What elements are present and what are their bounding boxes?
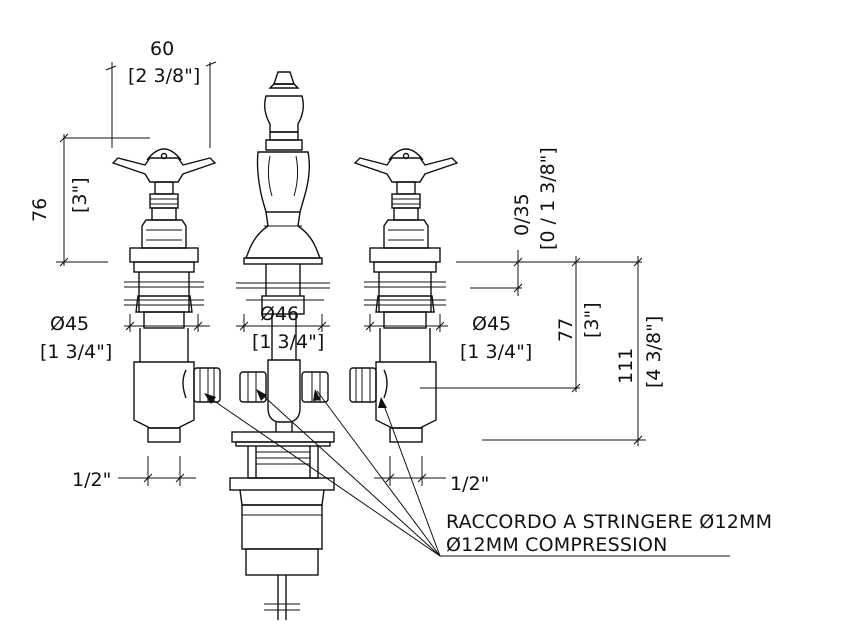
compression-fitting-note: RACCORDO A STRINGERE Ø12MM Ø12MM COMPRES… <box>446 511 772 556</box>
center-spout <box>236 71 330 432</box>
pop-up-waste <box>229 431 335 620</box>
note-line-english: Ø12MM COMPRESSION <box>446 534 668 556</box>
dim-111-in: [4 3/8"] <box>643 316 665 388</box>
dim-77-mm: 77 <box>555 318 577 342</box>
dim-111-mm: 111 <box>615 348 637 384</box>
note-line-italian: RACCORDO A STRINGERE Ø12MM <box>446 511 772 533</box>
dim-76-in: [3"] <box>69 177 91 213</box>
dim-76-mm: 76 <box>29 198 51 222</box>
dimension-labels: 60 [2 3/8"] 76 [3"] 0/35 [0 / 1 3/8"] 77… <box>29 38 665 495</box>
leader-lines <box>204 389 730 557</box>
dim-deck-mm: 0/35 <box>511 193 533 236</box>
left-valve <box>111 148 221 443</box>
dim-dia-center-in: [1 3/4"] <box>252 331 324 353</box>
dim-dia-left-mm: Ø45 <box>50 313 89 335</box>
dim-dia-right-in: [1 3/4"] <box>460 341 532 363</box>
right-valve <box>349 148 459 443</box>
dim-dia-center-mm: Ø46 <box>260 303 299 325</box>
dim-dia-right-mm: Ø45 <box>472 313 511 335</box>
dim-thread-left: 1/2" <box>72 469 111 491</box>
dim-deck-in: [0 / 1 3/8"] <box>537 147 559 250</box>
dim-60-in: [2 3/8"] <box>128 65 200 87</box>
dimension-lines <box>56 61 646 486</box>
dim-60-mm: 60 <box>150 38 174 60</box>
dim-dia-left-in: [1 3/4"] <box>40 341 112 363</box>
dim-77-in: [3"] <box>581 302 603 338</box>
dim-thread-right: 1/2" <box>450 473 489 495</box>
